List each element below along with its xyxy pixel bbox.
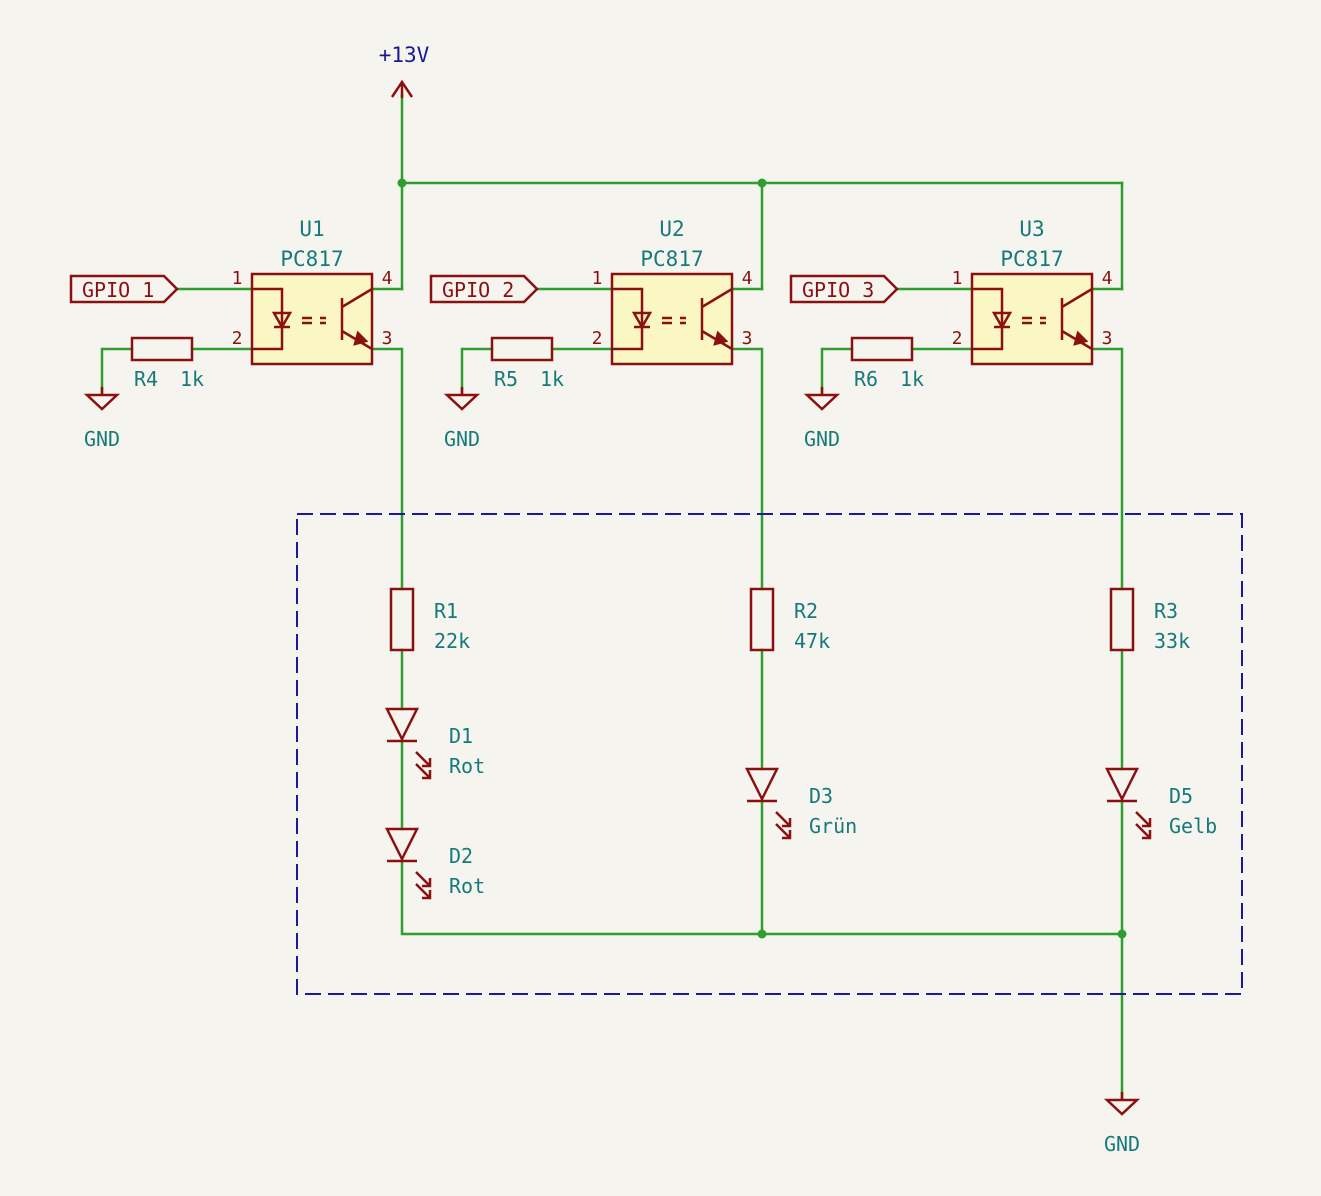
gpio-3-label-shape: [789, 274, 899, 304]
u1-pin-4: 4: [382, 268, 393, 289]
gpio-2-label-shape: [429, 274, 539, 304]
r2-value-label: 47k: [794, 629, 830, 653]
junction-dot: [1117, 929, 1127, 939]
r1-ref-label: R1: [434, 599, 458, 623]
u2-ref-label: U2: [659, 217, 684, 241]
gnd-label: GND: [1104, 1132, 1140, 1156]
u3-pin-1: 1: [952, 268, 963, 289]
r6-value-label: 1k: [900, 367, 924, 391]
r1-value-label: 22k: [434, 629, 470, 653]
optocoupler-u2: [610, 272, 734, 366]
led-group-box: [296, 513, 1243, 995]
d3-ref-label: D3: [809, 784, 833, 808]
resistor-r2: [749, 587, 775, 652]
u3-ref-label: U3: [1019, 217, 1044, 241]
r3-ref-label: R3: [1154, 599, 1178, 623]
u2-pin-1: 1: [592, 268, 603, 289]
r5-value-label: 1k: [540, 367, 564, 391]
gpio-3-label: GPIO_3: [802, 278, 874, 302]
d5-ref-label: D5: [1169, 784, 1193, 808]
u1-pin-3: 3: [382, 328, 393, 349]
gnd-symbol: [1105, 1090, 1139, 1116]
u3-pin-3: 3: [1102, 328, 1113, 349]
gpio-1-label-shape: [69, 274, 179, 304]
gpio-2-label: GPIO_2: [442, 278, 514, 302]
u1-pin-1: 1: [232, 268, 243, 289]
gnd-symbol: [805, 385, 839, 411]
u3-pin-4: 4: [1102, 268, 1113, 289]
gnd-label: GND: [444, 427, 480, 451]
led-d3: [744, 767, 792, 840]
gnd-symbol: [85, 385, 119, 411]
d1-ref-label: D1: [449, 724, 473, 748]
u2-pin-2: 2: [592, 328, 603, 349]
led-d5: [1104, 767, 1152, 840]
r2-ref-label: R2: [794, 599, 818, 623]
u3-pin-2: 2: [952, 328, 963, 349]
r3-value-label: 33k: [1154, 629, 1190, 653]
led-d1: [384, 707, 432, 780]
u1-ref-label: U1: [299, 217, 324, 241]
d1-value-label: Rot: [449, 754, 485, 778]
u1-pin-2: 2: [232, 328, 243, 349]
gpio-1-label: GPIO_1: [82, 278, 154, 302]
resistor-r6: [850, 336, 914, 362]
resistor-r3: [1109, 587, 1135, 652]
junctions: [397, 178, 1127, 939]
optocoupler-u1: [250, 272, 374, 366]
d2-value-label: Rot: [449, 874, 485, 898]
power-13v-label: +13V: [379, 43, 430, 67]
u3-value-label: PC817: [1000, 247, 1063, 271]
junction-dot: [757, 929, 767, 939]
gnd-symbol: [445, 385, 479, 411]
r4-ref-label: R4: [134, 367, 158, 391]
r5-ref-label: R5: [494, 367, 518, 391]
resistor-r1: [389, 587, 415, 652]
u2-pin-3: 3: [742, 328, 753, 349]
power-13v-symbol: [390, 79, 414, 98]
u2-pin-4: 4: [742, 268, 753, 289]
resistor-r4: [130, 336, 194, 362]
u1-value-label: PC817: [280, 247, 343, 271]
junction-dot: [757, 178, 767, 188]
junction-dot: [397, 178, 407, 188]
r4-value-label: 1k: [180, 367, 204, 391]
gnd-label: GND: [804, 427, 840, 451]
d5-value-label: Gelb: [1169, 814, 1217, 838]
d3-value-label: Grün: [809, 814, 857, 838]
d2-ref-label: D2: [449, 844, 473, 868]
u2-value-label: PC817: [640, 247, 703, 271]
gnd-label: GND: [84, 427, 120, 451]
wires: [100, 93, 1124, 1100]
resistor-r5: [490, 336, 554, 362]
optocoupler-u3: [970, 272, 1094, 366]
led-d2: [384, 827, 432, 900]
r6-ref-label: R6: [854, 367, 878, 391]
